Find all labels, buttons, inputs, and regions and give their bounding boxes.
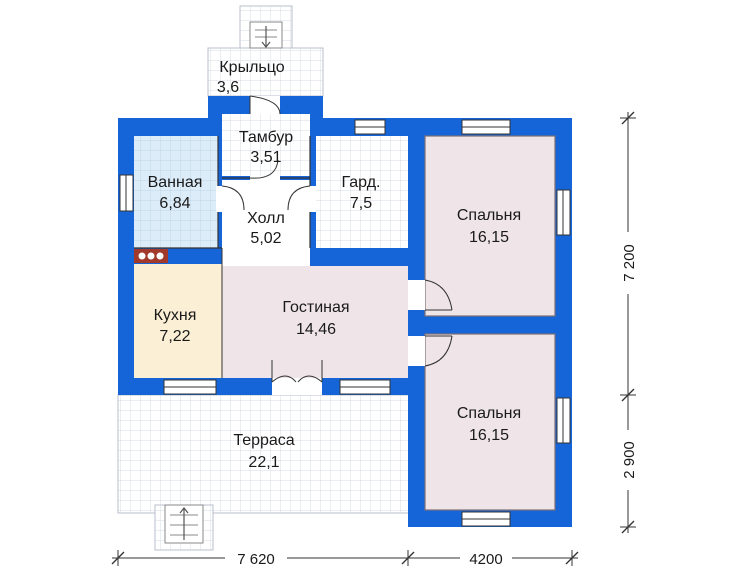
vestibule-name: Тамбур [239,129,293,146]
bathroom-name: Ванная [148,174,203,191]
dim-height-lower: 2 900 [621,441,638,479]
dim-height-upper: 7 200 [621,244,638,282]
room-floors [134,114,556,511]
hall-name: Холл [247,210,285,227]
terrace-area: 22,1 [248,454,279,471]
kitchen-floor [134,264,222,378]
porch [207,5,324,97]
kitchen-area: 7,22 [159,328,190,345]
bedroom-1-name: Спальня [457,207,521,224]
vestibule-area: 3,51 [250,149,281,166]
bathroom-floor [134,136,218,248]
dim-width-right: 4200 [469,551,502,568]
porch-area: 3,6 [217,79,239,96]
living-area: 14,46 [296,321,336,338]
wardrobe-area: 7,5 [350,195,372,212]
door-bedroom-2 [408,336,425,366]
bedroom-2-area: 16,15 [469,427,509,444]
door-entrance [250,96,280,114]
terrace-name: Терраса [233,432,294,449]
porch-stairs [249,21,283,49]
bedroom-2-name: Спальня [457,405,521,422]
hall-connector [222,180,310,266]
door-vestibule-hall [250,176,280,180]
bedroom-1-floor [424,135,556,317]
porch-name: Крыльцо [219,59,284,76]
dimension-lines: 7 620 4200 7 200 2 900 [111,111,638,568]
living-name: Гостиная [282,299,349,316]
hall-area: 5,02 [250,230,281,247]
wardrobe-name: Гард. [342,174,381,191]
bathroom-area: 6,84 [159,195,190,212]
door-bath [216,186,224,212]
bedroom-2-floor [424,333,556,511]
door-wardrobe [308,186,316,212]
door-bedroom-1 [408,280,425,310]
door-terrace [272,378,322,395]
terrace [117,394,411,551]
living-floor [222,248,408,378]
vestibule-floor [222,114,310,176]
wardrobe-floor [316,136,408,248]
room-labels: Крыльцо 3,6 Тамбур 3,51 Ванная 6,84 Холл… [148,59,522,471]
windows [119,119,571,527]
bedroom-1-area: 16,15 [469,229,509,246]
doors [216,95,453,395]
dim-width-left: 7 620 [237,551,275,568]
terrace-stairs [164,504,204,544]
stove-icon [134,249,168,263]
kitchen-name: Кухня [154,307,197,324]
